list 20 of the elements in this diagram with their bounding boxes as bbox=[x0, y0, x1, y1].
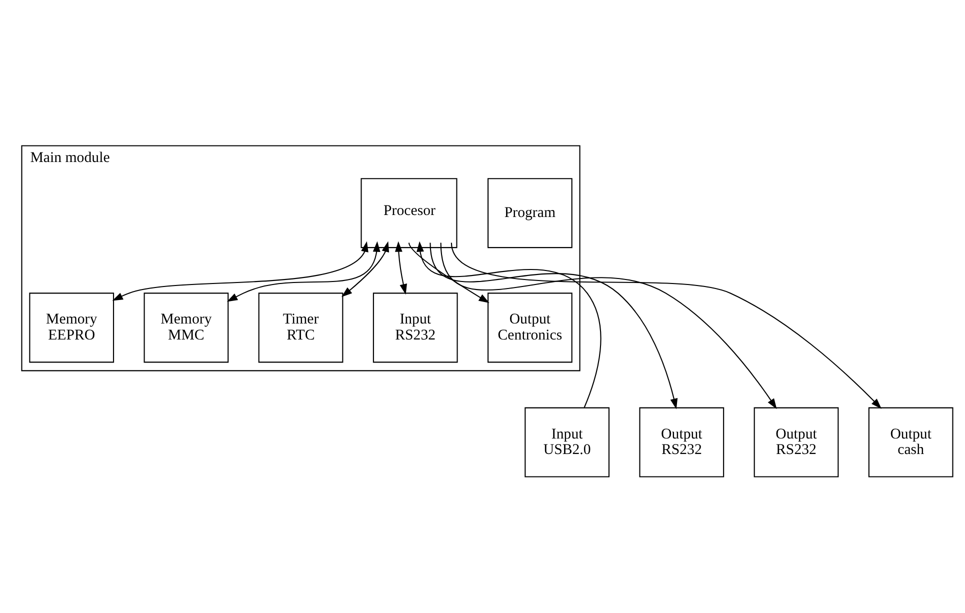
node-box: Program bbox=[487, 178, 572, 248]
arrow bbox=[408, 242, 489, 303]
node-box: Output cash bbox=[868, 406, 953, 477]
arrow bbox=[450, 242, 882, 408]
node-box: Timer RTC bbox=[258, 292, 343, 362]
node-box: Output Centronics bbox=[487, 292, 572, 362]
arrow bbox=[112, 240, 368, 300]
node-box: Input USB2.0 bbox=[524, 406, 610, 477]
node-box: Memory EEPRO bbox=[28, 292, 114, 362]
arrow bbox=[440, 242, 776, 409]
arrow bbox=[394, 240, 407, 294]
arrow bbox=[416, 240, 601, 408]
node-box: Memory MMC bbox=[143, 292, 228, 362]
node-box: Output RS232 bbox=[638, 406, 724, 477]
arrow bbox=[341, 240, 389, 297]
node-box: Output RS232 bbox=[753, 406, 838, 477]
node-box: Procesor bbox=[360, 178, 457, 248]
arrow bbox=[226, 240, 380, 302]
arrow bbox=[429, 242, 678, 409]
node-box: Input RS232 bbox=[372, 292, 458, 362]
